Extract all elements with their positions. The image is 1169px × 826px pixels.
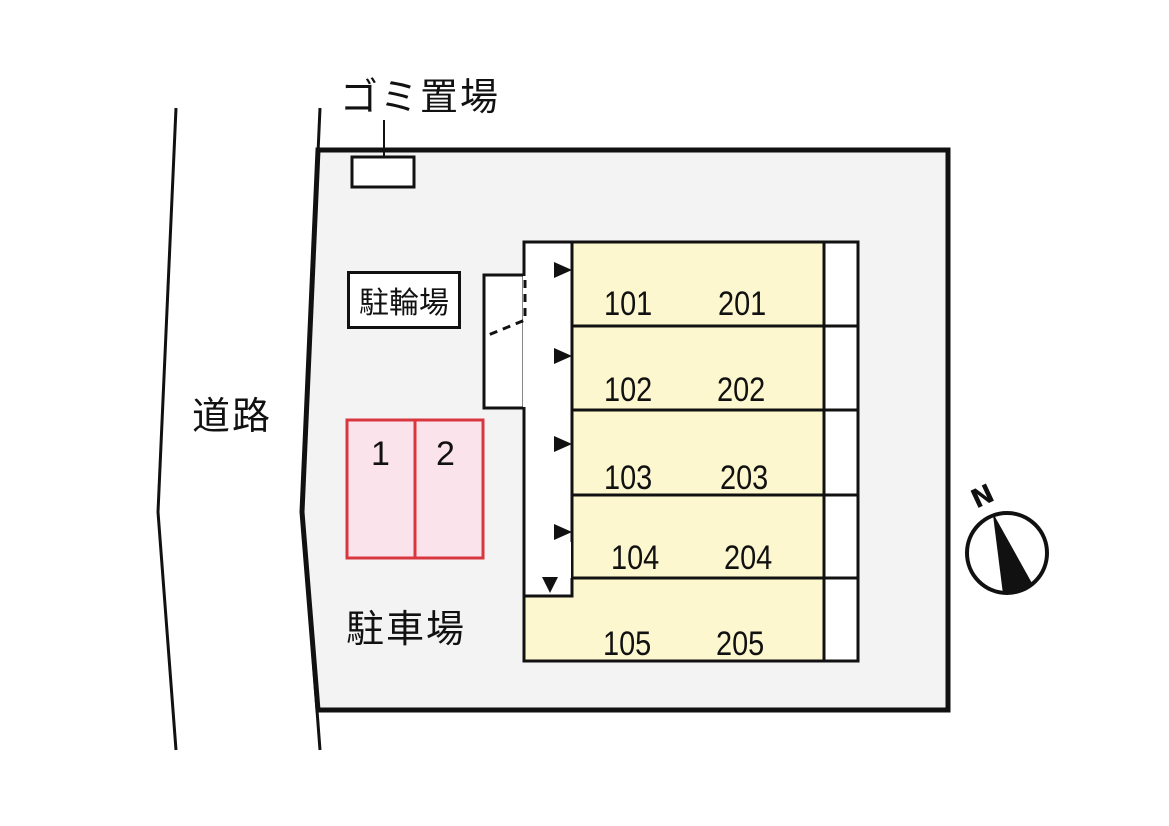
car-parking-label: 駐車場 <box>346 607 467 651</box>
entrance-annex <box>482 273 528 410</box>
parking-slot-number: 2 <box>436 435 455 473</box>
bicycle-parking-label: 駐輪場 <box>347 271 461 329</box>
unit-number: 102 <box>604 371 653 409</box>
parking-slot-2 <box>413 418 485 560</box>
unit-number: 101 <box>604 285 653 323</box>
parking-slot-number: 1 <box>371 435 390 473</box>
unit-number: 205 <box>716 625 765 663</box>
unit-number: 204 <box>724 539 773 577</box>
unit-number: 203 <box>720 459 769 497</box>
corridor <box>522 240 574 598</box>
unit-number: 104 <box>611 539 660 577</box>
entrance-arrow-icon <box>554 436 572 452</box>
entrance-arrow-icon <box>554 262 572 278</box>
unit-number: 103 <box>604 459 653 497</box>
parking-slot-1 <box>345 418 417 560</box>
entrance-arrow-icon <box>554 348 572 364</box>
unit-number: 202 <box>717 371 766 409</box>
road-edge-left <box>156 107 178 751</box>
entrance-arrow-icon <box>554 524 572 540</box>
road-label: 道路 <box>192 394 273 438</box>
unit-number: 105 <box>603 625 652 663</box>
unit-number: 201 <box>718 285 767 323</box>
entrance-arrow-down-icon <box>542 577 558 593</box>
north-compass-icon <box>965 511 1049 595</box>
garbage-area-label: ゴミ置場 <box>340 75 501 119</box>
garbage-area <box>350 155 416 189</box>
